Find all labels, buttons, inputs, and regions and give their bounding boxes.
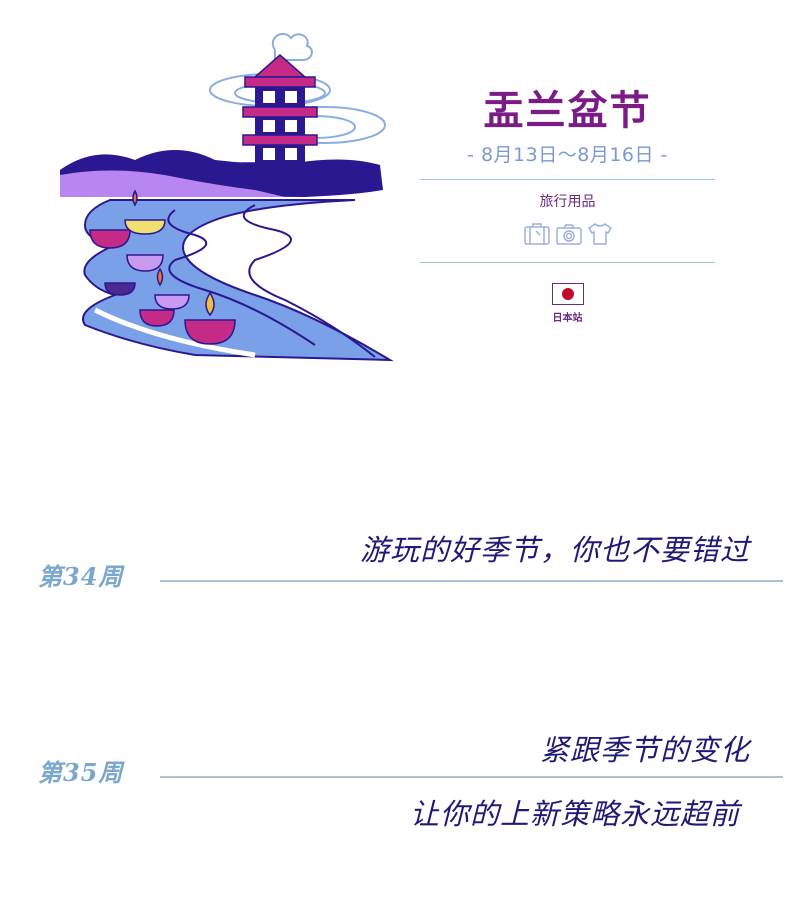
category-icons <box>420 222 715 250</box>
japan-flag-icon <box>551 283 584 305</box>
site-label: 日本站 <box>552 313 583 324</box>
festival-dates: - 8月13日～8月16日 - <box>467 144 668 166</box>
week-35-label: 第35周 <box>38 758 124 787</box>
tshirt-icon <box>587 223 612 245</box>
festival-title: 盂兰盆节 <box>483 88 652 134</box>
divider <box>420 262 715 263</box>
week-35-slogan-2: 让你的上新策略永远超前 <box>409 797 740 831</box>
week-34-divider <box>160 580 783 582</box>
week-35-divider <box>160 776 783 778</box>
festival-info-card: 盂兰盆节 - 8月13日～8月16日 - 旅行用品 <box>420 85 715 324</box>
pagoda-icon <box>242 54 318 174</box>
category-label: 旅行用品 <box>539 194 596 210</box>
festival-illustration <box>55 25 400 370</box>
suitcase-icon <box>523 223 550 245</box>
week-34-slogan: 游玩的好季节，你也不要错过 <box>359 533 750 567</box>
divider <box>420 179 715 180</box>
site-badge: 日本站 <box>551 283 585 324</box>
week-35-slogan-1: 紧跟季节的变化 <box>539 733 750 767</box>
week-34-label: 第34周 <box>38 562 124 591</box>
camera-icon <box>555 224 582 245</box>
